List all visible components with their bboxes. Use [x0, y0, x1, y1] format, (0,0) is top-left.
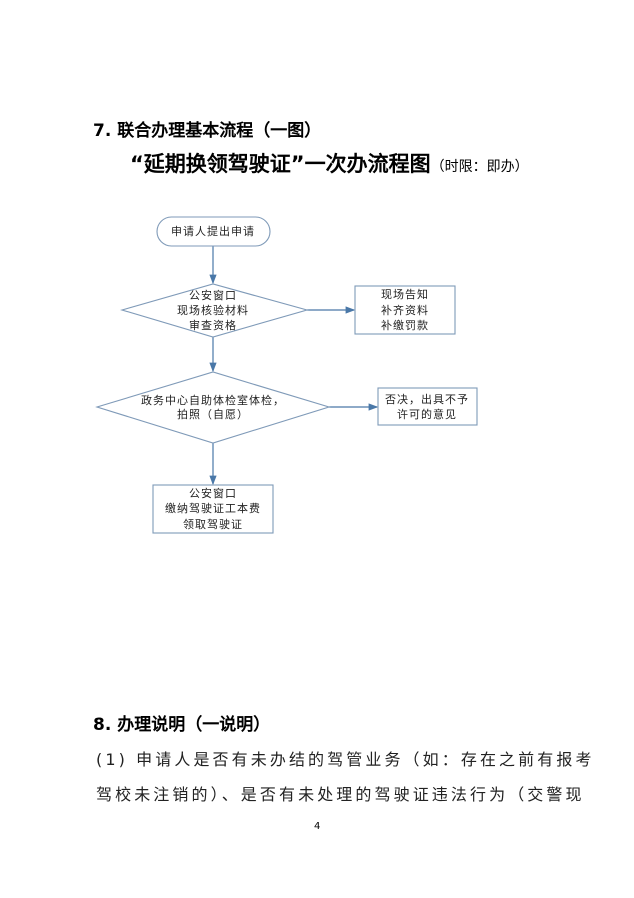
- end-box: [152, 484, 274, 534]
- step2-branch-box: [377, 387, 478, 426]
- step1-line: 现场核验材料: [177, 303, 249, 317]
- page-number: 4: [314, 821, 321, 832]
- flowchart-title-main: “延期换领驾驶证”一次办流程图: [130, 152, 431, 176]
- step1-branch-line: 补缴罚款: [381, 318, 429, 332]
- step1-line: 审查资格: [189, 318, 237, 332]
- step2-line: 拍照（自愿）: [177, 407, 249, 421]
- section-7-title: 7. 联合办理基本流程（一图）: [93, 121, 322, 141]
- step2-branch-line: 许可的意见: [397, 407, 457, 421]
- step2-decision: [95, 371, 331, 444]
- end-line: 缴纳驾驶证工本费: [165, 501, 261, 515]
- step1-branch-line: 补齐资料: [381, 303, 429, 317]
- end-line: 公安窗口: [189, 486, 237, 500]
- flowchart-time-limit: （时限：即办）: [430, 159, 529, 175]
- step2-line: 政务中心自助体检室体检，: [141, 393, 285, 407]
- step2-branch-line: 否决，出具不予: [385, 392, 469, 406]
- paragraph-line: (1) 申请人是否有未办结的驾管业务（如：存在之前有报考: [96, 750, 595, 769]
- start-label: 申请人提出申请: [171, 224, 255, 238]
- end-line: 领取驾驶证: [183, 517, 243, 531]
- section-8-title: 8. 办理说明（一说明）: [93, 715, 271, 735]
- step1-decision: [120, 283, 310, 338]
- step1-line: 公安窗口: [189, 288, 237, 302]
- flowchart-title: “延期换领驾驶证”一次办流程图（时限：即办）: [130, 148, 529, 178]
- start-terminal: [156, 216, 271, 247]
- step1-branch-box: [354, 285, 456, 335]
- step1-branch-line: 现场告知: [381, 287, 429, 301]
- paragraph-line: 驾校未注销的）、是否有未处理的驾驶证违法行为（交警现: [96, 785, 585, 804]
